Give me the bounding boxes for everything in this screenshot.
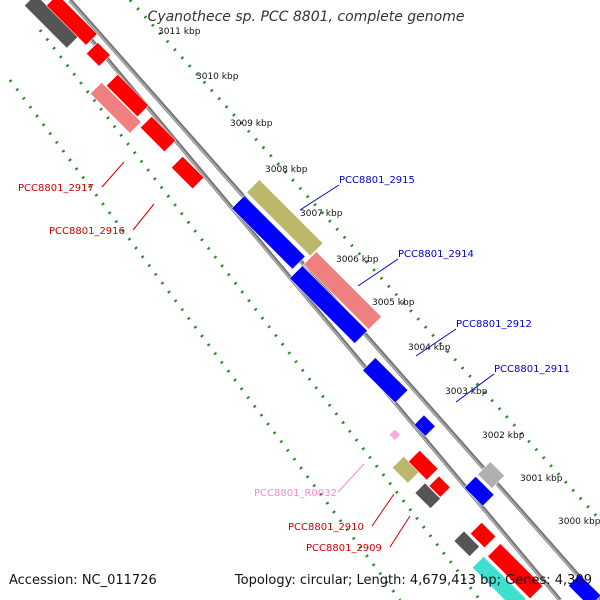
gene-feature: [246, 179, 324, 257]
gene-features: [23, 0, 600, 600]
gene-block: [477, 461, 505, 489]
gene-block: [388, 428, 401, 441]
tick-track-1: [128, 0, 600, 522]
kbp-tick-label: 3003 kbp: [445, 387, 488, 397]
gene-block: [407, 449, 439, 481]
gene-block: [289, 265, 368, 344]
gene-feature: [139, 115, 177, 153]
gene-feature: [463, 475, 495, 507]
gene-label: PCC8801_2914: [398, 249, 474, 260]
gene-feature: [289, 265, 368, 344]
gene-feature: [362, 357, 409, 404]
gene-block: [89, 81, 142, 134]
gene-feature: [89, 81, 142, 134]
gene-feature: [487, 543, 544, 600]
gene-label: PCC8801_2911: [494, 364, 570, 375]
gene-block: [45, 0, 98, 46]
tick-track-2: [38, 29, 482, 600]
gene-block: [471, 555, 527, 600]
kbp-tick-label: 3008 kbp: [265, 165, 308, 175]
gene-label-leader: [101, 161, 125, 188]
kbp-tick-label: 3001 kbp: [520, 474, 563, 484]
kbp-tick-label: 3011 kbp: [158, 27, 201, 37]
accession-label: Accession: NC_011726: [9, 573, 157, 588]
gene-feature: [453, 530, 480, 557]
gene-block: [567, 573, 600, 600]
gene-feature: [45, 0, 98, 46]
gene-block: [362, 357, 409, 404]
gene-block: [453, 530, 480, 557]
kbp-tick-labels: 3011 kbp 3010 kbp 3009 kbp 3008 kbp 3007 kbp…: [158, 27, 600, 527]
kbp-tick-label: 3010 kbp: [196, 72, 239, 82]
gene-label-leader: [357, 258, 399, 287]
gene-block: [139, 115, 177, 153]
gene-feature: [105, 73, 150, 118]
kbp-tick-label: 3009 kbp: [230, 119, 273, 129]
kbp-tick-label: 3004 kbp: [408, 343, 451, 353]
gene-label: PCC8801_2915: [339, 175, 415, 186]
gene-feature: [303, 251, 382, 330]
gene-label-leader: [415, 328, 457, 357]
gene-label-leader: [337, 463, 365, 493]
gene-label: PCC8801_2909: [306, 543, 382, 554]
gene-feature: [414, 482, 441, 509]
gene-label: PCC8801_R0032: [254, 488, 337, 499]
kbp-tick-label: 3007 kbp: [300, 209, 343, 219]
gene-block: [428, 475, 451, 498]
kbp-ticks: [8, 0, 600, 600]
map-title: Cyanothece sp. PCC 8801, complete genome: [147, 9, 465, 25]
gene-label: PCC8801_2917: [18, 183, 94, 194]
gene-feature: [428, 475, 451, 498]
kbp-tick-label: 3006 kbp: [336, 255, 379, 265]
gene-feature: [471, 555, 527, 600]
kbp-tick-label: 3002 kbp: [482, 431, 525, 441]
gene-block: [487, 543, 544, 600]
gene-block: [85, 41, 111, 67]
gene-feature: [477, 461, 505, 489]
gene-label-leader: [299, 184, 340, 211]
gene-feature: [413, 414, 436, 437]
gene-feature: [231, 195, 306, 270]
gene-block: [105, 73, 150, 118]
gene-block: [231, 195, 306, 270]
kbp-tick-label: 3005 kbp: [372, 298, 415, 308]
gene-label: PCC8801_2916: [49, 226, 125, 237]
gene-feature: [85, 41, 111, 67]
gene-labels: PCC8801_2915PCC8801_2914PCC8801_2912PCC8…: [18, 161, 570, 554]
gene-feature: [469, 521, 497, 549]
gene-block: [469, 521, 497, 549]
gene-label-leader: [371, 493, 395, 527]
gene-label-leader: [389, 515, 411, 548]
gene-block: [463, 475, 495, 507]
gene-label-leader: [455, 373, 495, 403]
gene-label: PCC8801_2910: [288, 522, 364, 533]
gene-block: [414, 482, 441, 509]
kbp-tick-label: 3000 kbp: [558, 517, 600, 527]
gene-feature: [388, 428, 401, 441]
gene-label: PCC8801_2912: [456, 319, 532, 330]
gene-block: [170, 155, 205, 190]
gene-block: [246, 179, 324, 257]
genome-summary: Topology: circular; Length: 4,679,413 bp…: [234, 573, 592, 588]
gene-feature: [567, 573, 600, 600]
gene-label-leader: [132, 203, 155, 231]
gene-feature: [170, 155, 205, 190]
gene-block: [303, 251, 382, 330]
gene-block: [413, 414, 436, 437]
gene-feature: [407, 449, 439, 481]
